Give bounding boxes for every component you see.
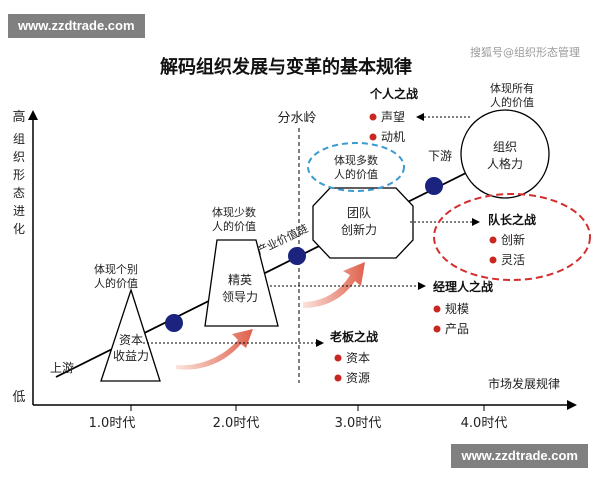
stage-4-label-line2: 人格力 xyxy=(487,156,523,171)
stage-1-label-line2: 收益力 xyxy=(113,349,149,363)
growth-arrow-1 xyxy=(176,329,253,370)
chain-node-1 xyxy=(165,314,183,332)
manager-battle-title: 经理人之战 xyxy=(433,279,493,294)
captain-item-1: 创新 xyxy=(501,232,525,247)
y-axis-label-char: 组 xyxy=(13,132,25,146)
stage-4-label-line1: 组织 xyxy=(493,140,517,154)
boss-item-1: 资本 xyxy=(346,351,370,365)
stage-3-team-octagon xyxy=(312,187,414,259)
personal-battle-title: 个人之战 xyxy=(369,86,418,101)
stage-1-label-line1: 资本 xyxy=(119,333,143,347)
boss-bullet-2 xyxy=(334,374,342,382)
diagram-title: 解码组织发展与变革的基本规律 xyxy=(160,56,412,78)
stage-1-value-line1: 体现个别 xyxy=(94,262,138,276)
stage-4-value-line2: 人的价值 xyxy=(490,95,534,109)
y-axis-label-char: 化 xyxy=(13,222,25,236)
y-axis-high-label: 高 xyxy=(12,109,25,125)
captain-bullet-1 xyxy=(489,236,497,244)
manager-bullet-2 xyxy=(433,325,441,333)
boss-bullet-1 xyxy=(334,354,342,362)
site-watermark-top: www.zzdtrade.com xyxy=(8,14,145,38)
boss-item-2: 资源 xyxy=(346,371,370,385)
growth-arrow-2 xyxy=(303,262,365,308)
stage-2-label-line2: 领导力 xyxy=(222,290,258,304)
downstream-label: 下游 xyxy=(428,149,452,163)
personal-item-1: 声望 xyxy=(381,110,405,124)
personal-bullet-1 xyxy=(369,113,377,121)
captain-item-2: 灵活 xyxy=(501,253,525,267)
sohu-watermark: 搜狐号@组织形态管理 xyxy=(470,45,580,59)
chain-node-3 xyxy=(425,177,443,195)
manager-item-2: 产品 xyxy=(445,322,469,336)
stage-3-label-line2: 创新力 xyxy=(341,222,377,237)
y-axis-label-char: 织 xyxy=(13,150,25,164)
stage-3-value-line1: 体现多数 xyxy=(334,153,378,167)
captain-battle-oval xyxy=(433,193,591,281)
era-label-3: 3.0时代 xyxy=(335,416,382,431)
stage-2-value-line1: 体现少数 xyxy=(212,205,256,219)
era-label-2: 2.0时代 xyxy=(213,416,260,431)
chain-node-2 xyxy=(288,247,306,265)
y-axis-label-char: 形 xyxy=(13,168,25,182)
site-watermark-bottom: www.zzdtrade.com xyxy=(451,444,588,468)
stage-2-value-line2: 人的价值 xyxy=(212,219,256,233)
manager-bullet-1 xyxy=(433,305,441,313)
era-label-1: 1.0时代 xyxy=(89,416,136,431)
stage-1-capital-triangle xyxy=(100,287,161,382)
y-axis-label-char: 态 xyxy=(13,186,25,200)
boss-battle-title: 老板之战 xyxy=(330,329,378,344)
stage-1-value-line2: 人的价值 xyxy=(94,276,138,290)
personal-bullet-2 xyxy=(369,133,377,141)
stage-4-organization-circle xyxy=(460,109,550,199)
y-axis-low-label: 低 xyxy=(12,390,25,405)
y-axis-label-char: 进 xyxy=(13,204,25,218)
stage-3-label-line1: 团队 xyxy=(347,205,371,220)
stage-3-value-oval xyxy=(307,142,405,192)
era-label-4: 4.0时代 xyxy=(461,416,508,431)
upstream-label: 上游 xyxy=(50,361,74,375)
manager-item-1: 规模 xyxy=(445,301,469,316)
era-ticks: 1.0时代 2.0时代 3.0时代 4.0时代 xyxy=(89,405,508,431)
stage-2-elite-trapezoid xyxy=(204,239,279,327)
captain-battle-title: 队长之战 xyxy=(488,212,536,227)
stage-4-value-line1: 体现所有 xyxy=(490,81,534,95)
personal-item-2: 动机 xyxy=(381,130,405,144)
stage-2-label-line1: 精英 xyxy=(228,273,252,287)
watershed-label: 分水岭 xyxy=(277,111,316,126)
stage-3-value-line2: 人的价值 xyxy=(334,167,378,181)
captain-bullet-2 xyxy=(489,256,497,264)
x-axis-label: 市场发展规律 xyxy=(488,376,560,391)
